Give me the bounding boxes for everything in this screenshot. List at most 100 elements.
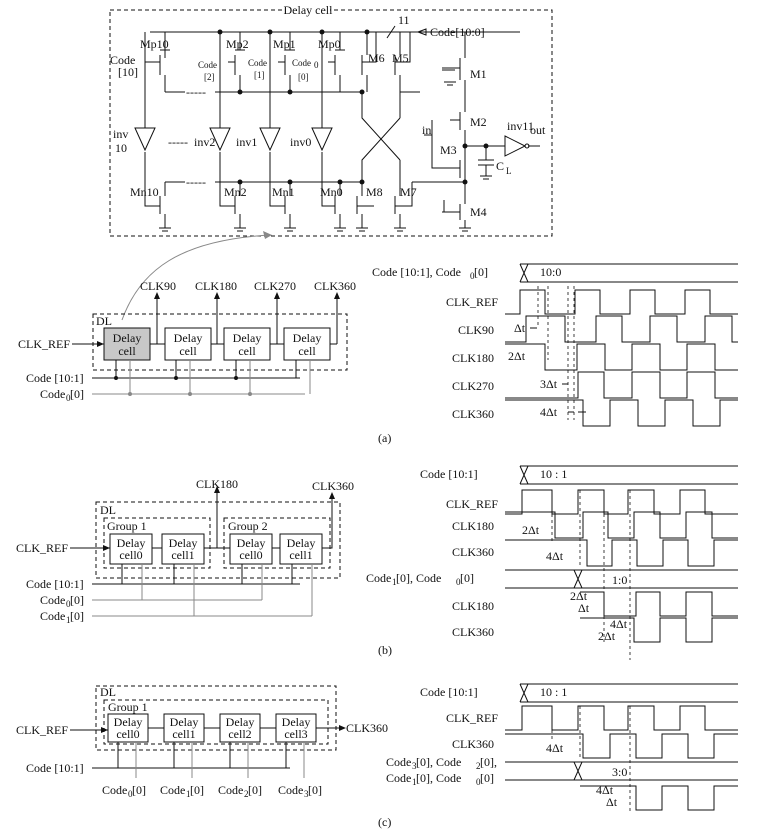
cell0-c: [107, 713, 149, 743]
code1-sub-b: 1: [66, 615, 71, 625]
c-l2c: [0]: [480, 771, 494, 785]
code2-label-a: Code: [198, 60, 217, 70]
t-360-c: CLK360: [452, 737, 494, 751]
clk270-out-label: CLK270: [254, 279, 296, 293]
c-c4-l1: Delay: [282, 715, 311, 729]
code0-label-a: Code: [40, 387, 65, 401]
delay-cell-a1: [103, 327, 151, 361]
b-c2-l1: Delay: [169, 536, 198, 550]
t-code-sub-a: 0: [470, 271, 475, 281]
b-c1-l1: Delay: [117, 536, 146, 550]
c-s2: 2: [244, 789, 249, 799]
dots-mid: -----: [168, 135, 188, 149]
t-code2-sub1-b: 1: [392, 577, 397, 587]
mn0-label: Mn0: [320, 185, 343, 199]
code10-label-a: Code: [110, 53, 135, 67]
code1-label-b: [1]: [254, 70, 265, 80]
mn2-label: Mn2: [224, 185, 247, 199]
cell1-g2-b: [279, 533, 323, 565]
c-l1s3: 3: [412, 761, 417, 771]
dots-bottom: -----: [186, 175, 206, 189]
code2-label-b: [2]: [204, 72, 215, 82]
inv1-label: inv1: [236, 135, 257, 149]
nmos-array: Mn10 Mn2 Mn1 Mn0: [130, 182, 346, 232]
dl-box-b: [95, 501, 341, 579]
t-ref-b: CLK_REF: [446, 497, 498, 511]
clk-ref-label-b: CLK_REF: [16, 541, 68, 555]
output-stage: M1 M2 M3 in M4 C L inv11 out: [412, 32, 546, 232]
c-code1: Code: [160, 783, 185, 797]
code1-tail-b: [0]: [70, 609, 84, 623]
cell-a3-l2: cell: [238, 344, 256, 358]
zoom-arrow: [121, 234, 271, 321]
code0-b: Code: [40, 593, 65, 607]
dl-label-a: DL: [96, 314, 112, 328]
in-label: in: [422, 123, 431, 137]
b-c4-l1: Delay: [287, 536, 316, 550]
t-360-b: CLK360: [452, 545, 494, 559]
t-360-a: CLK360: [452, 407, 494, 421]
delta1-a: Δt: [514, 321, 526, 335]
inv11-label: inv11: [507, 119, 534, 133]
t-code2-a-b: Code: [366, 571, 391, 585]
c-l1c: [0],: [480, 755, 497, 769]
cell-a1-l2: cell: [118, 344, 136, 358]
group1-box-b: [103, 517, 211, 569]
t-180b-b: CLK180: [452, 599, 494, 613]
delay-cell-title: Delay cell: [284, 3, 334, 17]
code-bus-label: Code[10:0]: [430, 25, 485, 39]
wave-90-a: [505, 315, 738, 343]
delta2-a: 2Δt: [508, 349, 526, 363]
b-c4-l2: cell1: [289, 548, 312, 562]
t-code2-sub0-b: 0: [456, 577, 461, 587]
c-d4b: 4Δt: [596, 783, 614, 797]
delay-cell-schematic: Delay cell 11 Code[10:0] Mp10 Code [10] …: [109, 3, 553, 321]
c-l1b: [0], Code: [416, 755, 461, 769]
cross-coupled-pair: M6 M5 M8 M7: [356, 32, 420, 232]
code0-tail-a: [0]: [70, 387, 84, 401]
clk-ref-label-a: CLK_REF: [18, 337, 70, 351]
code0-label-b: [0]: [298, 72, 309, 82]
mn10-label: Mn10: [130, 185, 159, 199]
c-c2-l1: Delay: [170, 715, 199, 729]
t-val-c: 10 : 1: [540, 685, 567, 699]
c-d4: 4Δt: [546, 741, 564, 755]
m4-label: M4: [470, 205, 487, 219]
wave-360-a: [505, 399, 738, 427]
cell-a4-l1: Delay: [293, 331, 322, 345]
t-360b-b: CLK360: [452, 625, 494, 639]
group1-label-b: Group 1: [107, 519, 147, 533]
t-code2-b-b: [0], Code: [396, 571, 441, 585]
caption-a: (a): [378, 431, 391, 445]
t-code-a: Code [10:1], Code: [372, 265, 461, 279]
c-s0: 0: [128, 789, 133, 799]
c-s3: 3: [304, 789, 309, 799]
c-tail1: [0]: [190, 783, 204, 797]
code0-sub-b: 0: [66, 599, 71, 609]
t-270-a: CLK270: [452, 379, 494, 393]
mp10-label: Mp10: [140, 37, 169, 51]
b-d1b: Δt: [578, 601, 590, 615]
b-c2-l2: cell1: [171, 548, 194, 562]
dl-box-a: [92, 313, 348, 371]
pmos-array: Mp10 Code [10] Mp2 Code [2] Mp1 Code [1]…: [110, 32, 345, 92]
c-tail3: [0]: [308, 783, 322, 797]
clk360-out-c: CLK360: [346, 721, 388, 735]
wave-180-a: [505, 343, 738, 371]
code0-sub-a: 0: [66, 393, 71, 403]
t-val2-c: 3:0: [612, 765, 627, 779]
mp0-label: Mp0: [318, 37, 341, 51]
c-code0: Code: [102, 783, 127, 797]
clk-ref-label-c: CLK_REF: [16, 723, 68, 737]
mp2-label: Mp2: [226, 37, 249, 51]
cell-a3-l1: Delay: [233, 331, 262, 345]
delta-guides-a: [537, 286, 575, 420]
b-c3-l1: Delay: [237, 536, 266, 550]
b-c1-l2: cell0: [119, 548, 142, 562]
c-s1: 1: [186, 789, 191, 799]
code0-label-a: Code: [292, 58, 311, 68]
dl-label-c: DL: [100, 685, 116, 699]
